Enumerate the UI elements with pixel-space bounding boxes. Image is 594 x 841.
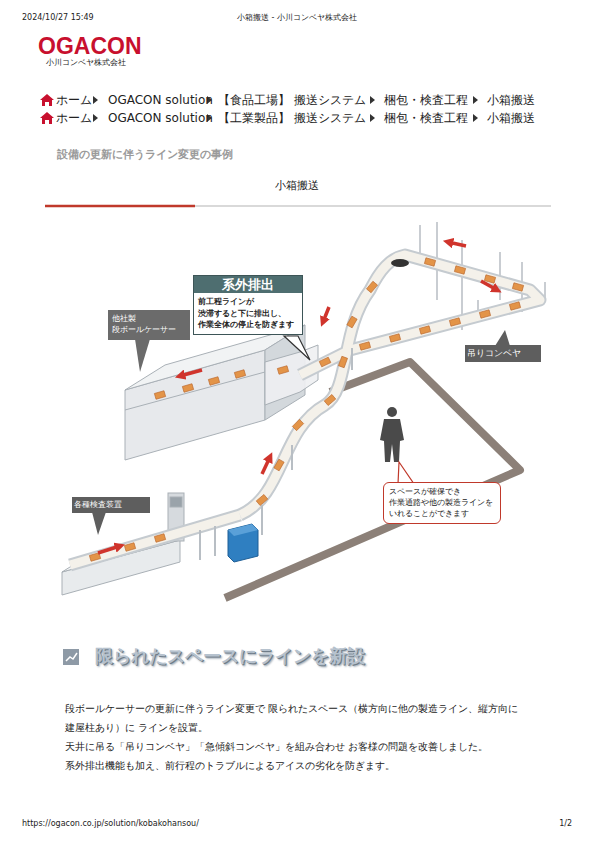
- heading-icon: [63, 649, 79, 665]
- callout-heading: 系外排出: [194, 276, 302, 293]
- page-text: 設備の更新に伴うライン変更の事例: [57, 148, 233, 161]
- body-text: 段ボールケーサーの更新に伴うライン変更で 限られたスペース（横方向に他の製造ライ…: [65, 699, 527, 737]
- product-box: [449, 318, 460, 326]
- product-box: [124, 543, 135, 552]
- callout-text: 前工程ラインが 渋滞すると下に排出し、 作業全体の停止を防ぎます: [194, 293, 302, 334]
- product-box: [182, 384, 193, 393]
- product-box: [292, 419, 303, 430]
- callout-pointers: [92, 330, 510, 535]
- callout-box: 他社製 段ボールケーサー: [108, 310, 190, 340]
- page-text: 小川コンベヤ株式会社: [46, 58, 126, 68]
- page-text: 1/2: [559, 819, 572, 829]
- page-text: 【工業製品】 搬送システム: [218, 111, 366, 125]
- reject-bin: [228, 524, 258, 562]
- product-box: [256, 494, 268, 505]
- product-box: [208, 377, 219, 386]
- body-text: 系外排出機能も加え、前行程のトラブルによるアイスの劣化を防ぎます。: [65, 756, 527, 775]
- product-box: [424, 258, 435, 266]
- page-text: ホーム: [56, 111, 92, 125]
- section-heading: 限られたスペースにラインを新設: [95, 645, 365, 667]
- product-box: [338, 356, 347, 367]
- callout-box: 吊りコンベヤ: [465, 345, 541, 362]
- product-box: [154, 391, 165, 400]
- product-box: [277, 366, 288, 375]
- title-rule-accent: [45, 205, 195, 208]
- page-text: 梱包・検査工程: [384, 93, 468, 107]
- page-text: 【食品工場】 搬送システム: [218, 93, 366, 107]
- conveyor-legs: [200, 348, 352, 560]
- product-box: [454, 266, 465, 274]
- page-text: OGACON: [38, 33, 142, 61]
- product-box: [509, 302, 520, 310]
- page-title: 小箱搬送: [275, 179, 319, 192]
- page-text: 小箱搬送 - 小川コンベヤ株式会社: [237, 13, 357, 23]
- product-box: [479, 310, 490, 318]
- product-box: [419, 326, 430, 334]
- product-box: [274, 459, 284, 471]
- page-text: 梱包・検査工程: [384, 111, 468, 125]
- product-box: [347, 316, 357, 328]
- page-text: 小箱搬送: [487, 111, 535, 125]
- inspection-equipment: [62, 493, 195, 595]
- conveyor-lines: [70, 255, 540, 565]
- product-box: [324, 394, 336, 405]
- worker-silhouette: [380, 407, 404, 462]
- page-text: 小箱搬送: [487, 93, 535, 107]
- product-box: [154, 534, 165, 543]
- page-text: https://ogacon.co.jp/solution/kobakohans…: [22, 819, 199, 829]
- turn-unit: [391, 259, 409, 267]
- page-text: ホーム: [56, 93, 92, 107]
- product-box: [319, 357, 331, 367]
- callout-text: 他社製 段ボールケーサー: [108, 311, 190, 339]
- product-box: [366, 281, 377, 293]
- body-text: 天井に吊る「吊りコンベヤ」「急傾斜コンベヤ」を組み合わせ お客様の問題を改善しま…: [65, 737, 527, 756]
- callout-box: スペースが確保でき 作業通路や他の製造ラインを いれることができます: [383, 482, 501, 524]
- callout-box: 系外排出前工程ラインが 渋滞すると下に排出し、 作業全体の停止を防ぎます: [193, 275, 303, 335]
- product-box: [512, 283, 523, 291]
- callout-box: 各種検査装置: [72, 497, 150, 513]
- callout-text: 吊りコンベヤ: [465, 346, 541, 360]
- product-box: [234, 370, 245, 379]
- callout-text: 各種検査装置: [72, 499, 150, 512]
- product-box: [389, 334, 400, 342]
- page-text: OGACON solution: [108, 111, 213, 125]
- page-text: 2024/10/27 15:49: [22, 13, 94, 23]
- product-boxes: [89, 258, 523, 561]
- title-rule: [195, 205, 551, 207]
- callout-text: スペースが確保でき 作業通路や他の製造ラインを いれることができます: [384, 483, 500, 523]
- home-icon: [40, 94, 54, 124]
- page-text: OGACON solution: [108, 93, 213, 107]
- product-box: [359, 342, 370, 350]
